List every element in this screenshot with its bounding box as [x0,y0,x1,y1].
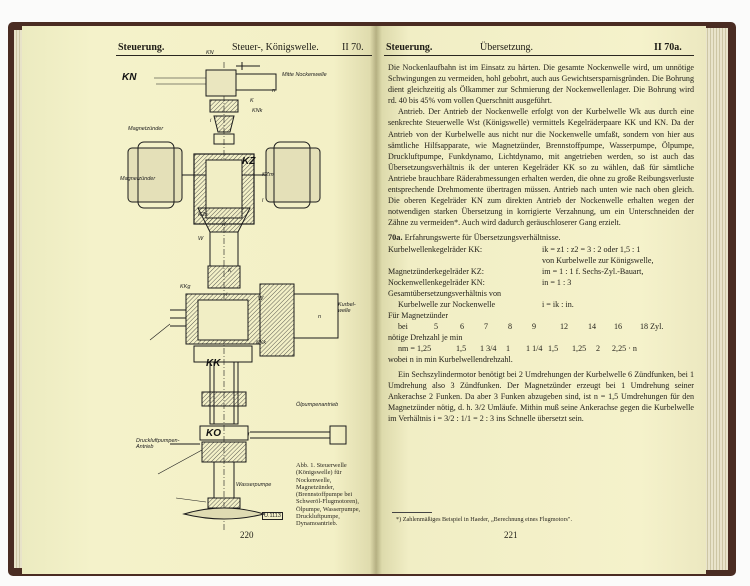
ratio-kz-label: Magnetzünderkegelräder KZ: [388,266,484,276]
right-page-body: Die Nockenlaufbahn ist im Einsatz zu här… [388,62,694,424]
label-kkg: KKg [180,284,191,290]
ratio-kz-value: im = 1 : 1 f. Sechs-Zyl.-Bauart, [542,266,644,276]
ratio-kn-label: Nockenwellenkegelräder KN: [388,277,485,287]
left-header-rule [116,55,372,56]
label-magnetzuender-top: Magnetzünder [128,126,164,132]
cylinder-bei: bei [398,321,408,331]
label-kn-small: KN [206,50,214,56]
label-druckluftpumpen-antrieb: Druckluftpumpen-Antrieb [136,438,180,450]
nm-label: nm = 1,25 [398,343,432,353]
drehzahl-value: 1 3/4 [480,343,497,353]
label-k1: K [228,268,232,274]
label-kzm: KZm [262,172,274,178]
ratio-total-label-1: Gesamtübersetzungsverhältnis von [388,288,502,298]
cylinder-count: 14 [588,321,597,331]
steuerwelle-diagram [127,62,347,532]
drehzahl-value: 2 [596,343,601,353]
label-i-k: i [226,292,228,298]
figure-caption: Abb. 1. Steuerwelle (Königswelle) für No… [296,462,361,528]
left-page-number: 220 [240,530,254,540]
ratio-total-label-2: Kurbelwelle zur Nockenwelle [398,299,496,309]
drehzahl-value: 1,5 [548,343,559,353]
drehzahl-value: 1,25 [572,343,587,353]
footnote-rule [392,512,432,513]
ratio-list: Kurbelwellenkegelräder KK: ik = z1 : z2 =… [388,244,694,365]
footnote: *) Zahlenmäßiges Beispiel in Haeder, „Be… [396,516,572,523]
right-header-number: II 70a. [654,42,682,53]
label-kzs: KZs [198,212,208,218]
wobei-note: wobei n in min Kurbelwellendrehzahl. [388,354,513,364]
left-header-title: Steuer-, Königswelle. [232,42,319,53]
left-header-section: Steuerung. [118,42,165,53]
section-heading: 70a. Erfahrungswerte für Übersetzungsver… [388,232,694,243]
paragraph-antrieb: Antrieb. Der Antrieb der Nockenwelle erf… [388,107,694,228]
label-kk: KK [206,358,221,369]
right-header-title: Übersetzung. [480,42,534,53]
label-i-n: i [210,118,212,124]
drehzahl-value: 1,5 [456,343,467,353]
paragraph-sechszylinder: Ein Sechszylindermotor benötigt bei 2 Um… [388,369,694,423]
figure-stamp: U.1113 [262,512,283,520]
right-header-rule [384,55,694,56]
label-wasserpumpe: Wasserpumpe [236,482,272,488]
drehzahl-label: nötige Drehzahl je min [388,332,463,342]
ratio-kn-value: in = 1 : 3 [542,277,572,287]
label-k3: K [250,98,254,104]
cylinder-count: 9 [532,321,537,331]
right-page-number: 221 [504,530,518,540]
label-n-n: n [272,88,276,94]
label-oelpumpenantrieb: Ölpumpenantrieb [296,402,339,408]
drehzahl-value: 2,25 · n [612,343,637,353]
ratio-kk-label: Kurbelwellenkegelräder KK: [388,244,483,254]
label-n: n [318,314,322,320]
label-l-o: l [248,432,250,438]
label-ko: KO [206,428,221,439]
cylinder-row: bei 5 6 7 8 9 12 14 16 18 Zyl. [388,321,694,332]
ratio-kk-note: von Kurbelwelle zur Königswelle, [542,255,654,265]
cylinder-count: 8 [508,321,513,331]
label-knk: KNk [252,108,263,114]
right-page [376,26,706,574]
label-magnetzuender-side: Magnetzünder [120,176,156,182]
right-header-section: Steuerung. [386,42,433,53]
ratio-kk-value: ik = z1 : z2 = 3 : 2 oder 1,5 : 1 [542,244,641,254]
magnetzuender-label: Für Magnetzünder [388,310,449,320]
section-number: 70a. [388,233,403,243]
drehzahl-value: 1 1/4 [526,343,543,353]
label-kkk: KKk [256,340,267,346]
label-mitte-nockenwelle: Mitte Nockenwelle [282,72,327,78]
cylinder-count: 7 [484,321,489,331]
cylinder-count: 5 [434,321,439,331]
drehzahl-value: 1 [506,343,511,353]
cylinder-count: 18 Zyl. [640,321,664,331]
page-edges-right [702,28,728,570]
label-k2: K [222,222,226,228]
cylinder-count: 12 [560,321,569,331]
label-w-k: W [258,296,264,302]
left-header-number: II 70. [342,42,364,53]
label-kurbelwelle: Kurbel-welle [338,302,356,314]
label-kn-big: KN [122,72,137,83]
paragraph-nockenlaufbahn: Die Nockenlaufbahn ist im Einsatz zu här… [388,63,694,106]
ratio-total-value: i = ik : in. [542,299,574,309]
label-w-st: W [198,236,204,242]
cylinder-count: 16 [614,321,623,331]
cylinder-count: 6 [460,321,465,331]
label-kz: KZ [242,156,256,167]
drehzahl-row: nm = 1,25 1,5 1 3/4 1 1 1/4 1,5 1,25 2 2,25 · n [388,343,694,354]
label-l-m: l [262,198,264,204]
book-gutter [370,26,382,574]
section-title: Erfahrungswerte für Übersetzungsverhältn… [404,233,561,243]
